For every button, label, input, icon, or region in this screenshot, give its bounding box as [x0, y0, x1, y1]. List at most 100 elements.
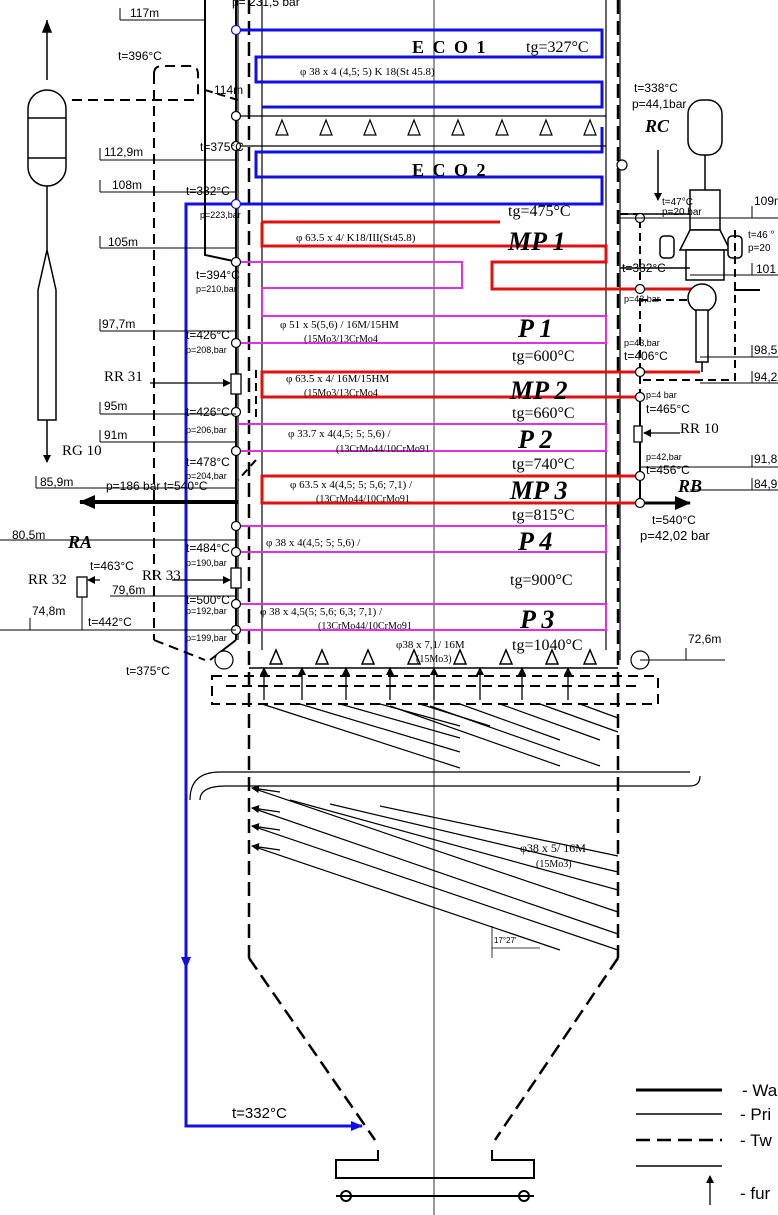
h108: 108m	[112, 178, 142, 192]
t426b: t=426°C	[186, 405, 230, 419]
mp1-label: MP 1	[507, 227, 566, 256]
eco1-coil	[238, 28, 604, 109]
h726: 72,6m	[688, 632, 721, 646]
eco-supports	[238, 115, 606, 147]
legend-l4: - fur	[740, 1184, 771, 1203]
t463: t=463°C	[90, 559, 134, 573]
eco1-label: E C O 1	[412, 37, 488, 57]
t456: t=456°C	[646, 463, 690, 477]
p1-tg: tg=600°C	[512, 348, 575, 365]
text-left-temps: t=375°C t=332°C p=223,bar t=394°C p=210,…	[88, 140, 244, 678]
mp3-coil	[260, 474, 640, 505]
rr33-label: RR 33	[142, 568, 181, 584]
t465: t=465°C	[646, 402, 690, 416]
right-separator	[620, 99, 743, 372]
text-valves: RR 31 RR 32 RR 33 RR 10 RG 10 RA RB RC	[28, 116, 719, 588]
ra-label: RA	[67, 532, 92, 552]
eco2-label: E C O 2	[412, 160, 488, 180]
t406: t=406°C	[624, 349, 668, 363]
p3-tg: tg=1040°C	[512, 637, 583, 654]
p2-tg: tg=740°C	[512, 456, 575, 473]
eco2-coil	[181, 127, 604, 1131]
p1-tube: φ 51 x 5(5,6) / 16M/15HM	[280, 319, 399, 331]
rr10-label: RR 10	[680, 421, 719, 437]
t47: t=47°C	[662, 197, 693, 208]
t478: t=478°C	[186, 455, 230, 469]
p1-coil	[238, 261, 607, 344]
legend-l1: - Wa	[742, 1081, 778, 1100]
mp3-label: MP 3	[509, 476, 568, 505]
p20b: p=20	[748, 243, 771, 254]
p44: p=44,1bar	[632, 97, 686, 111]
eco1-tg: tg=327°C	[526, 39, 589, 56]
legend-l2: - Pri	[740, 1105, 771, 1124]
h91: 91m	[104, 428, 127, 442]
h942: 94,2	[754, 370, 778, 384]
rc-label: RC	[644, 116, 670, 136]
p42: p=42,bar	[646, 452, 682, 462]
text-legend: - Wa - Pri - Tw - fur	[740, 1081, 778, 1203]
mp3-tube: φ 63.5 x 4(4,5; 5; 5,6; 7,1) /	[290, 479, 413, 491]
h105: 105m	[108, 235, 138, 249]
mp3-tg: tg=815°C	[512, 507, 575, 524]
h95: 95m	[104, 399, 127, 413]
angle-mark	[491, 926, 540, 958]
t394: t=394°C	[196, 268, 240, 282]
t500: t=500°C	[186, 593, 230, 607]
rb-label: RB	[677, 476, 702, 496]
p192: p=192,bar	[186, 606, 227, 616]
left-drum	[27, 19, 67, 463]
mp2-mat: (15Mo3/13CrMo4	[304, 388, 378, 399]
p2-tube: φ 33.7 x 4(4,5; 5; 5,6) /	[288, 428, 392, 440]
t46: t=46 °	[748, 230, 775, 241]
p4-tube: φ 38 x 4(4,5; 5; 5,6) /	[266, 537, 361, 549]
h796: 79,6m	[112, 583, 145, 597]
legend	[636, 1088, 722, 1205]
eco1-tube: φ 38 x 4 (4,5; 5) K 18(St 45.8)	[300, 66, 435, 78]
t484: t=484°C	[186, 541, 230, 555]
p204: p=204,bar	[186, 471, 227, 481]
t396: t=396°C	[118, 49, 162, 63]
lower-tube-arrows	[251, 785, 281, 851]
text-sections: MP 1 φ 63.5 x 4/ K18/III(St45.8) P 1 φ 5…	[260, 227, 583, 654]
p223: p=223,bar	[200, 210, 241, 220]
p3-tube: φ 38 x 4,5(5; 5,6; 6,3; 7,1) /	[260, 606, 383, 618]
valves	[76, 373, 643, 598]
h117: 117m	[130, 6, 159, 20]
furnace-walls	[247, 0, 620, 1141]
text-lower: φ38 x 7,1/ 16M (15Mo3) φ38 x 5/ 16M (15M…	[232, 639, 586, 1122]
wall-mat: (15Mo3)	[536, 859, 572, 870]
rr31-label: RR 31	[104, 369, 143, 385]
p43a: p=43,bar	[624, 294, 660, 304]
text-left-levels: 112,9m 108m 105m 97,7m 95m 91m 85,9m 80,…	[12, 145, 145, 618]
screen-dashed	[211, 675, 659, 705]
p186: p=186 bar t=540°C	[106, 479, 208, 493]
level-lines-left	[0, 8, 236, 631]
rg10-label: RG 10	[62, 443, 102, 459]
eco2-tg: tg=475°C	[508, 203, 571, 220]
p2-mat: (13CrMo44/10CrMo91	[336, 444, 430, 455]
text-eco: E C O 1 tg=327°C φ 38 x 4 (4,5; 5) K 18(…	[300, 37, 589, 220]
screen-tube: φ38 x 7,1/ 16M	[396, 639, 465, 651]
mp3-mat: (13CrMo44/10CrMo91	[316, 494, 410, 505]
top-pressure: p= 231,5 bar	[232, 0, 300, 9]
diagonal-tubes-upper	[261, 703, 619, 769]
t338: t=338°C	[634, 81, 678, 95]
p3-coil	[238, 603, 607, 631]
h114: 114m	[214, 83, 243, 97]
rr32-label: RR 32	[28, 572, 67, 588]
t375a: t=375°C	[200, 140, 244, 154]
legend-l3: - Tw	[740, 1131, 773, 1150]
t375b: t=375°C	[126, 664, 170, 678]
p20a: p=20 bar	[662, 207, 702, 218]
p3-label: P 3	[519, 605, 554, 634]
p4-label: P 4	[517, 527, 552, 556]
h805: 80,5m	[12, 528, 45, 542]
h985: 98,5	[754, 343, 778, 357]
h748: 74,8m	[32, 604, 65, 618]
mp2-coil	[260, 370, 700, 399]
left-piping	[72, 0, 257, 661]
t426a: t=426°C	[186, 328, 230, 342]
mp2-tg: tg=660°C	[512, 405, 575, 422]
